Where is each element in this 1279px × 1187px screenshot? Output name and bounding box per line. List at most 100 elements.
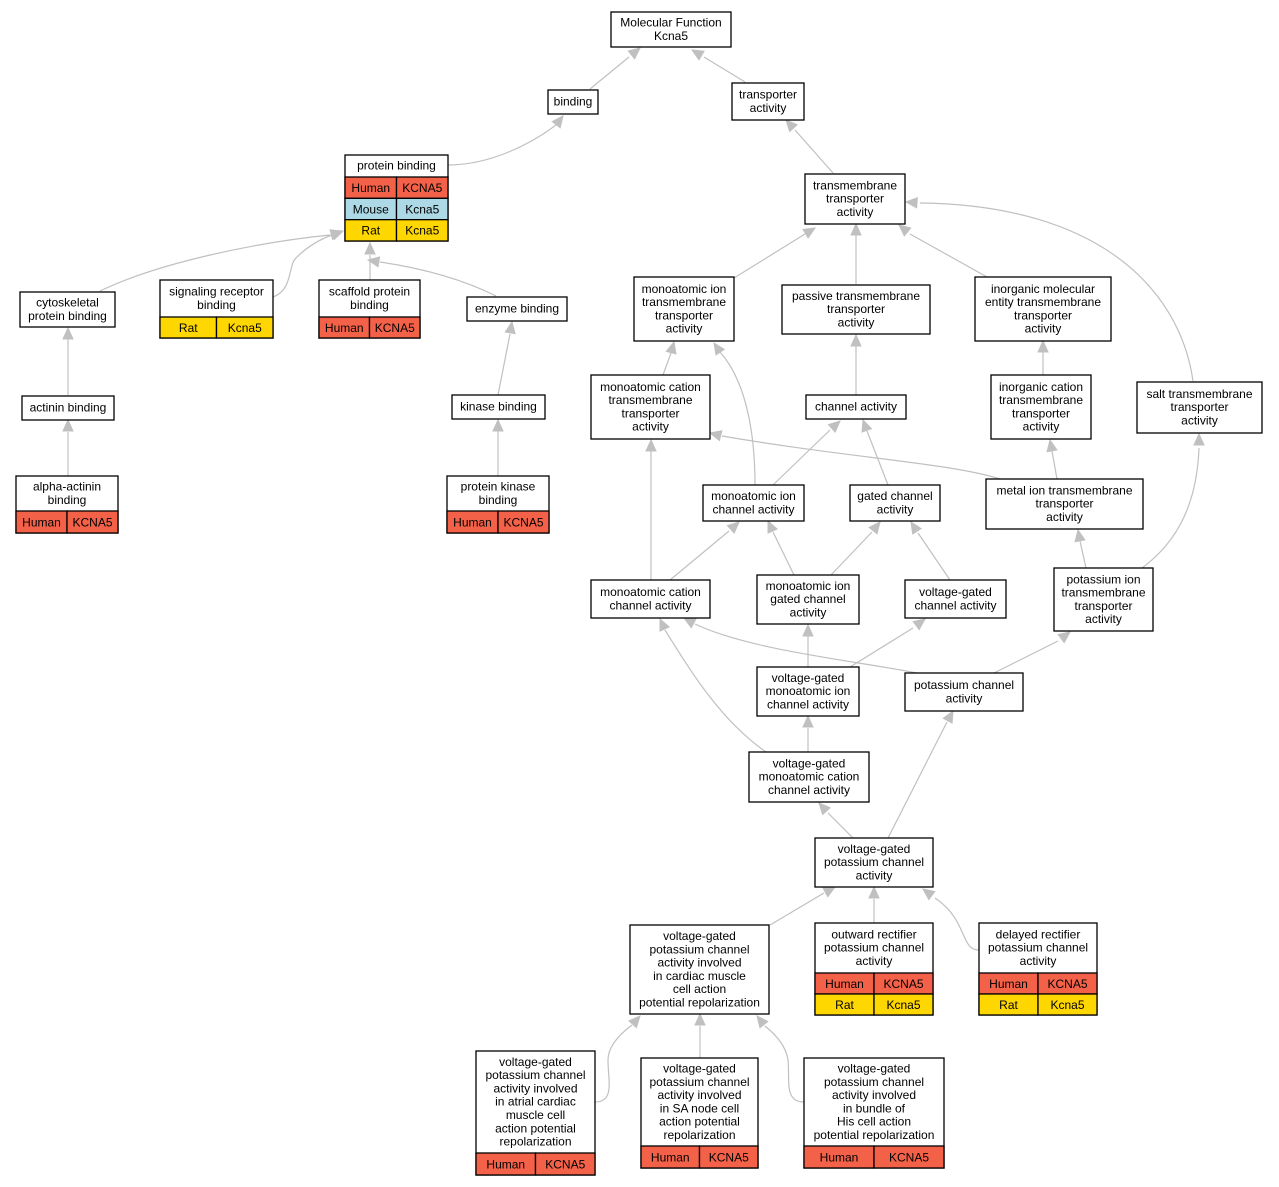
gene-label: KCNA5 xyxy=(883,977,923,991)
node-label-line: binding xyxy=(479,493,518,507)
node-label-line: activity xyxy=(1046,510,1083,524)
node-label-line: activity xyxy=(877,502,914,516)
edge-line xyxy=(769,892,825,926)
go-term-node[interactable]: binding xyxy=(547,89,599,115)
gene-cell xyxy=(215,316,274,339)
species-label: Human xyxy=(825,977,864,991)
go-term-node[interactable]: monoatomic iontransmembranetransporterac… xyxy=(633,276,735,342)
arrowhead-icon xyxy=(645,438,657,452)
edge-line xyxy=(594,1024,633,1103)
edge-line xyxy=(669,530,730,581)
node-label-line: transmembrane xyxy=(1061,586,1145,600)
arrowhead-icon xyxy=(802,227,817,239)
edge-line xyxy=(909,233,988,278)
node-box xyxy=(610,11,732,48)
go-term-node[interactable]: enzyme binding xyxy=(466,296,568,322)
graph-edges xyxy=(62,47,1205,1103)
gene-cell xyxy=(368,316,421,339)
node-label-line: delayed rectifier xyxy=(996,927,1081,941)
species-label: Rat xyxy=(179,321,198,335)
node-label-line: His cell action xyxy=(837,1115,911,1129)
node-label-line: transporter xyxy=(739,88,797,102)
go-term-node[interactable]: potassium iontransmembranetransporteract… xyxy=(1053,567,1154,632)
node-label-line: voltage-gated xyxy=(838,1061,911,1075)
node-label-line: transmembrane xyxy=(642,295,726,309)
species-label: Rat xyxy=(999,998,1018,1012)
node-box xyxy=(547,89,599,115)
node-label-line: inorganic molecular xyxy=(991,282,1095,296)
go-term-node[interactable]: kinase binding xyxy=(451,394,546,420)
node-box xyxy=(781,284,931,335)
node-label-line: activity involved xyxy=(657,1088,741,1102)
arrowhead-icon xyxy=(922,888,936,901)
gene-label: KCNA5 xyxy=(72,515,112,529)
node-box xyxy=(849,484,941,522)
node-label-line: activity xyxy=(946,691,983,705)
edge-line xyxy=(830,531,873,576)
node-label-line: entity transmembrane xyxy=(985,295,1101,309)
node-label-line: monoatomic ion xyxy=(711,489,796,503)
node-label-line: activity xyxy=(666,322,703,336)
node-box xyxy=(702,484,805,522)
node-label-line: voltage-gated xyxy=(773,756,846,770)
node-label-line: activity xyxy=(632,420,669,434)
node-label-line: activity xyxy=(838,316,875,330)
node-label-line: transporter xyxy=(826,192,884,206)
arrowhead-icon xyxy=(659,617,671,632)
go-term-node[interactable]: metal ion transmembranetransporteractivi… xyxy=(985,478,1144,530)
node-label-line: activity xyxy=(1023,420,1060,434)
node-label-line: activity xyxy=(1020,954,1057,968)
node-label-line: channel activity xyxy=(914,598,996,612)
go-term-node[interactable]: monoatomic cationtransmembranetransporte… xyxy=(590,374,711,440)
gene-label: KCNA5 xyxy=(545,1157,585,1171)
species-label: Rat xyxy=(361,224,380,238)
node-label-line: outward rectifier xyxy=(831,927,916,941)
arrowhead-icon xyxy=(713,341,726,356)
edge-line xyxy=(664,629,767,753)
node-box xyxy=(990,374,1092,440)
arrowhead-icon xyxy=(912,618,926,631)
node-label-line: in SA node cell xyxy=(660,1101,739,1115)
node-label-line: passive transmembrane xyxy=(792,289,920,303)
go-term-node[interactable]: channel activity xyxy=(805,394,907,420)
edge-line xyxy=(772,429,831,486)
node-label-line: gated channel xyxy=(857,489,932,503)
gene-cell xyxy=(534,1152,596,1176)
node-label-line: binding xyxy=(48,493,87,507)
node-label-line: action potential xyxy=(495,1121,576,1135)
node-label-line: monoatomic cation xyxy=(600,380,701,394)
arrowhead-icon xyxy=(694,1012,706,1026)
go-term-node[interactable]: inorganic cationtransmembranetransporter… xyxy=(990,374,1092,440)
gene-label: Kcna5 xyxy=(228,321,262,335)
node-label-line: transporter xyxy=(1012,406,1070,420)
edge-line xyxy=(919,202,1194,382)
go-term-node[interactable]: actinin binding xyxy=(21,395,115,421)
